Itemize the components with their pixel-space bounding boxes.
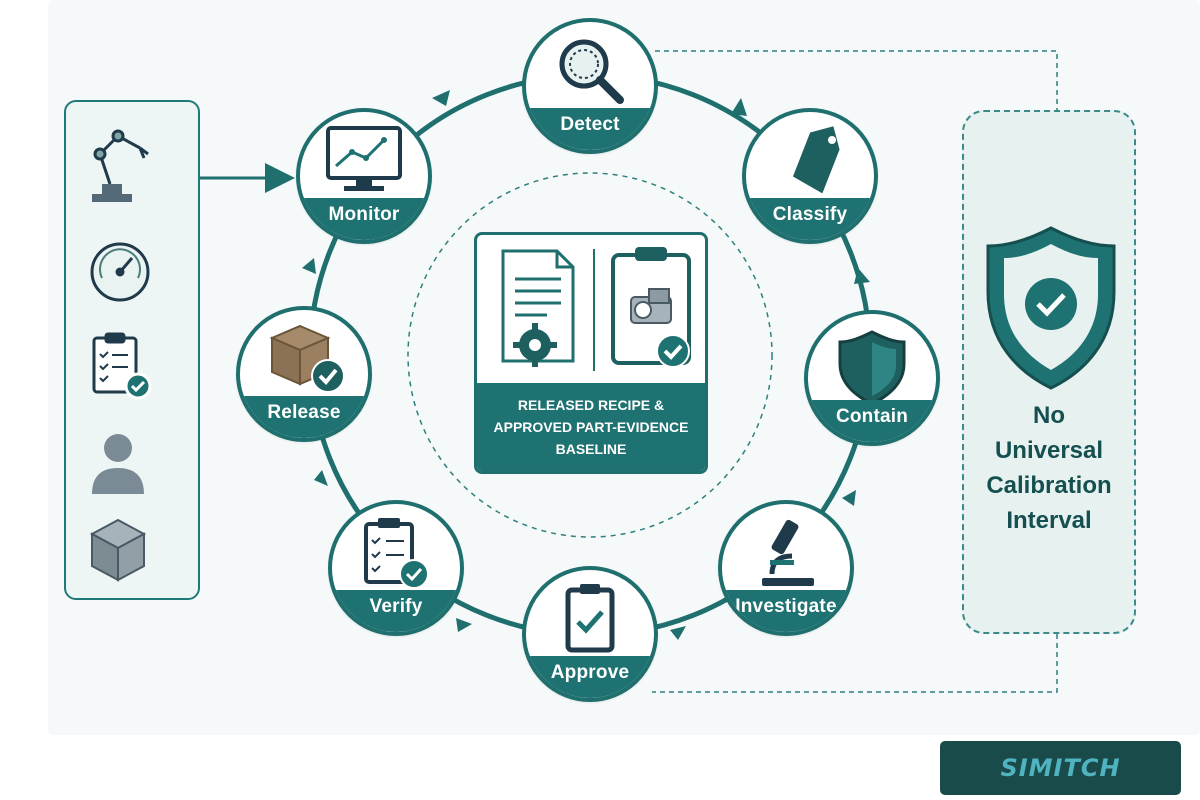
side-note-dashed-link [652,50,1058,693]
checklist-icon [92,332,152,400]
node-verify-label: Verify [369,596,423,617]
node-monitor-label: Monitor [328,204,400,225]
node-detect-label: Detect [560,114,620,135]
baseline-label: RELEASED RECIPE & APPROVED PART-EVIDENCE… [493,397,689,457]
node-investigate-band: Investigate [722,590,850,632]
brand-logo: SIMITCH [940,741,1181,795]
node-release-band: Release [240,396,368,438]
box-check-icon [269,324,345,393]
baseline-band: RELEASED RECIPE & APPROVED PART-EVIDENCE… [477,383,705,471]
side-note-panel [962,110,1136,634]
clipboard-part-icon [611,247,691,368]
node-detect: Detect [522,18,658,154]
inputs-panel [64,100,200,600]
baseline-icons [501,247,691,371]
node-approve-band: Approve [526,656,654,698]
inputs-icons [89,129,152,582]
center-dashed-ring [407,172,773,538]
node-classify: Classify [742,108,878,244]
gauge-icon [90,242,150,302]
node-classify-band: Classify [746,198,874,240]
node-approve: Approve [522,566,658,702]
node-monitor: Monitor [296,108,432,244]
side-note-label: No Universal Calibration Interval [986,402,1112,534]
node-contain-band: Contain [808,400,936,442]
node-classify-label: Classify [772,204,848,225]
ring-arrowheads [302,90,870,640]
checklist-icon [364,518,429,589]
document-gear-icon [501,249,575,367]
shield-icon [838,330,906,406]
node-verify: Verify [328,500,464,636]
magnifier-icon [559,39,624,104]
person-icon [92,434,144,494]
node-verify-band: Verify [332,590,460,632]
cube-icon [89,518,147,582]
node-detect-band: Detect [526,108,654,150]
node-contain: Contain [804,310,940,446]
node-release: Release [236,306,372,442]
robot-arm-icon [92,129,149,202]
node-contain-label: Contain [835,406,909,427]
node-investigate-label: Investigate [735,596,837,617]
shield-check-icon [986,226,1116,390]
baseline-card: RELEASED RECIPE & APPROVED PART-EVIDENCE… [474,232,708,474]
microscope-icon [762,519,814,586]
node-investigate: Investigate [718,500,854,636]
node-approve-label: Approve [550,662,630,683]
clipboard-check-icon [565,584,615,653]
node-monitor-band: Monitor [300,198,428,240]
node-release-label: Release [267,402,341,423]
monitor-chart-icon [326,126,402,191]
brand-logo-text: SIMITCH [1000,754,1121,782]
tag-icon [792,126,840,194]
